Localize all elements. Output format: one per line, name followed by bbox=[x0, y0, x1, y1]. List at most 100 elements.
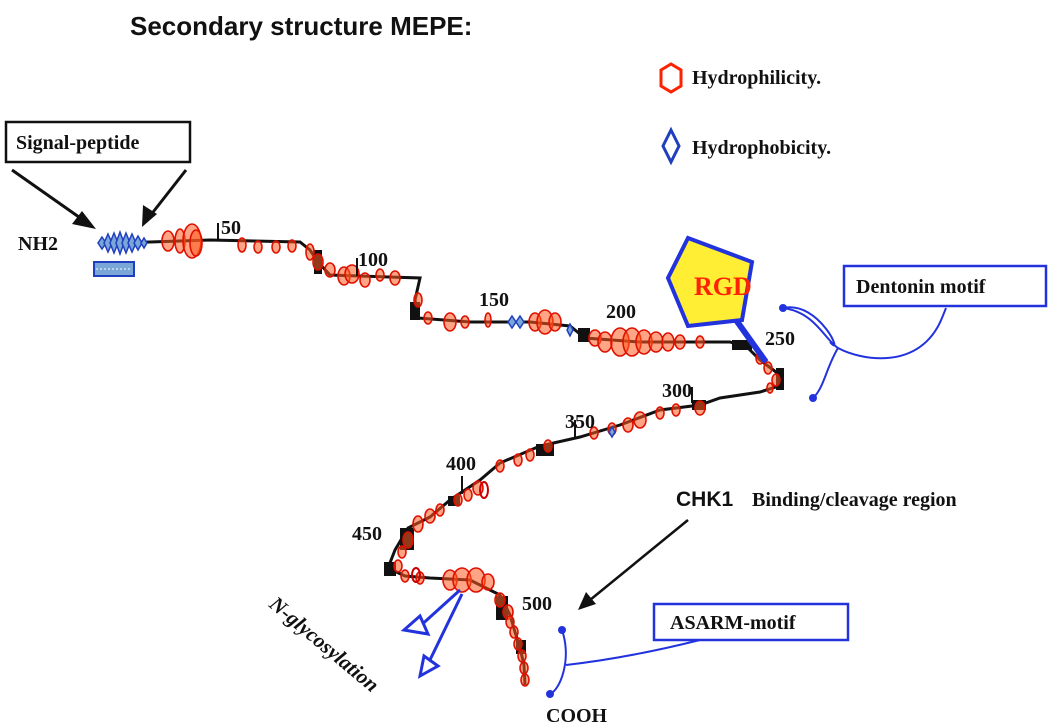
hydrophilic-residue-marker bbox=[481, 573, 495, 591]
signal-arrow-right bbox=[148, 169, 188, 217]
hydrophilic-residue-marker bbox=[312, 253, 324, 271]
glyco-arrow-1 bbox=[416, 588, 462, 630]
hydrophilic-residue-marker bbox=[695, 335, 705, 349]
asarm-end-dot bbox=[546, 690, 554, 698]
asarm-label: ASARM-motif bbox=[670, 612, 796, 634]
residue-marker-400: 400 bbox=[446, 453, 476, 475]
signal-arrow-left bbox=[11, 168, 87, 224]
rgd-motif: RGD bbox=[665, 235, 769, 364]
hydrophilic-residue-marker bbox=[393, 559, 403, 573]
chk1-label-rest: Binding/cleavage region bbox=[752, 489, 957, 511]
residue-marker-450: 450 bbox=[352, 523, 382, 545]
hydrophilic-residue-marker bbox=[424, 508, 436, 524]
glyco-arrow-1-head bbox=[400, 613, 431, 636]
hydrophilic-residue-marker bbox=[622, 417, 634, 433]
rgd-pointer bbox=[733, 318, 769, 364]
residue-marker-300: 300 bbox=[662, 380, 692, 402]
hydrophilic-residue-marker bbox=[520, 673, 530, 687]
dentonin-box bbox=[842, 264, 1048, 308]
hydrophilic-residue-marker bbox=[694, 400, 706, 416]
hydrophilic-residue-marker bbox=[189, 229, 203, 257]
legend: Hydrophilicity. Hydrophobicity. bbox=[659, 62, 831, 166]
diagram-title: Secondary structure MEPE: bbox=[130, 11, 472, 41]
dentonin-motif-annotation: Dentonin motif bbox=[779, 264, 1048, 402]
hydrophilic-residue-marker bbox=[548, 312, 562, 332]
hydrophilic-residue-marker bbox=[671, 403, 681, 417]
signal-peptide-segment bbox=[93, 261, 135, 277]
hydrophobic-residue-marker bbox=[127, 232, 137, 254]
glyco-arrow-2-head bbox=[417, 653, 441, 679]
dentonin-end-dot bbox=[809, 394, 817, 402]
hydrophilic-residue-marker bbox=[513, 453, 523, 467]
hydrophilicity-legend-label: Hydrophilicity. bbox=[692, 67, 821, 89]
hydrophilic-residue-marker bbox=[763, 361, 773, 375]
hydrophilic-residue-marker bbox=[237, 237, 247, 253]
residue-marker-500: 500 bbox=[522, 593, 552, 615]
signal-arrow-right-head bbox=[142, 205, 157, 227]
hydrophilic-residue-marker bbox=[287, 239, 297, 253]
signal-arrow-left-head bbox=[72, 211, 96, 229]
n-glycosylation-annotation: N-glycosylation bbox=[264, 588, 464, 697]
hydrophilic-residue-marker bbox=[435, 503, 445, 517]
hydrophilic-residue-marker bbox=[400, 569, 410, 583]
hydrophilic-residue-marker bbox=[771, 373, 781, 387]
residue-marker-200: 200 bbox=[606, 301, 636, 323]
asarm-start-dot bbox=[558, 626, 566, 634]
nh2-terminus-label: NH2 bbox=[18, 233, 58, 255]
hydrophobic-residue-marker bbox=[140, 236, 148, 250]
hydrophilic-residue-marker bbox=[633, 411, 647, 429]
hydrophilic-residue-marker bbox=[513, 637, 523, 651]
signal-peptide-box bbox=[4, 120, 192, 164]
hydrophilic-residue-marker bbox=[519, 661, 529, 675]
hydrophilic-residue-marker bbox=[413, 292, 423, 308]
hydrophilicity-legend-icon bbox=[659, 62, 683, 94]
hydrophilic-residue-marker bbox=[495, 459, 505, 473]
hydrophobic-residue-marker bbox=[133, 234, 143, 252]
hydrophilic-residue-marker bbox=[543, 439, 553, 453]
hydrophobic-residue-marker bbox=[507, 314, 517, 330]
hydrophilic-residue-marker bbox=[766, 382, 774, 394]
hydrophilic-residue-marker bbox=[324, 262, 336, 278]
hydrophilic-residue-marker bbox=[389, 270, 401, 286]
hydrophilic-residue-marker bbox=[509, 625, 519, 639]
hydrophobic-residue-marker bbox=[515, 314, 525, 330]
protein-backbone bbox=[97, 238, 785, 686]
residue-marker-250: 250 bbox=[765, 328, 795, 350]
hydrophobicity-legend-label: Hydrophobicity. bbox=[692, 137, 831, 159]
cooh-terminus-label: COOH bbox=[546, 705, 608, 727]
hydrophilic-residue-marker bbox=[161, 230, 175, 252]
hydrophilic-residue-marker bbox=[423, 311, 433, 325]
asarm-bracket bbox=[549, 629, 567, 695]
chk1-annotation: CHK1 Binding/cleavage region bbox=[578, 488, 957, 610]
hydrophilic-residue-marker bbox=[589, 426, 599, 440]
asarm-box bbox=[652, 602, 850, 642]
hydrophilic-residue-marker bbox=[411, 567, 421, 583]
hydrophobic-residue-marker bbox=[608, 425, 616, 439]
hydrophilic-residue-marker bbox=[375, 268, 385, 282]
hydrophilic-residue-marker bbox=[305, 243, 315, 261]
hydrophilic-residue-marker bbox=[412, 515, 424, 533]
hydrophilic-residue-marker bbox=[397, 545, 407, 559]
asarm-motif-annotation: ASARM-motif bbox=[546, 602, 850, 698]
residue-marker-150: 150 bbox=[479, 289, 509, 311]
dentonin-label: Dentonin motif bbox=[856, 276, 986, 298]
hydrophilic-residue-marker bbox=[443, 312, 457, 332]
hydrophilic-residue-marker bbox=[674, 334, 686, 350]
hydrophobicity-legend-icon bbox=[661, 126, 681, 166]
n-glycosylation-label: N-glycosylation bbox=[264, 591, 384, 697]
hydrophilic-residue-marker bbox=[344, 264, 360, 284]
residue-marker-50: 50 bbox=[221, 217, 241, 239]
hydrophobic-residue-marker bbox=[566, 322, 574, 338]
dentonin-connector bbox=[782, 307, 947, 360]
chk1-arrow-head bbox=[578, 592, 596, 610]
hydrophilic-residue-marker bbox=[517, 649, 527, 663]
hydrophilic-residue-marker bbox=[453, 493, 463, 507]
hydrophilic-residue-marker bbox=[253, 240, 263, 254]
hydrophilic-residue-marker bbox=[460, 315, 470, 329]
dentonin-bracket-bottom bbox=[812, 347, 839, 399]
hydrophilic-residue-marker bbox=[655, 406, 665, 420]
rgd-pentagon bbox=[665, 235, 755, 329]
hydrophilic-residue-marker bbox=[505, 615, 515, 629]
